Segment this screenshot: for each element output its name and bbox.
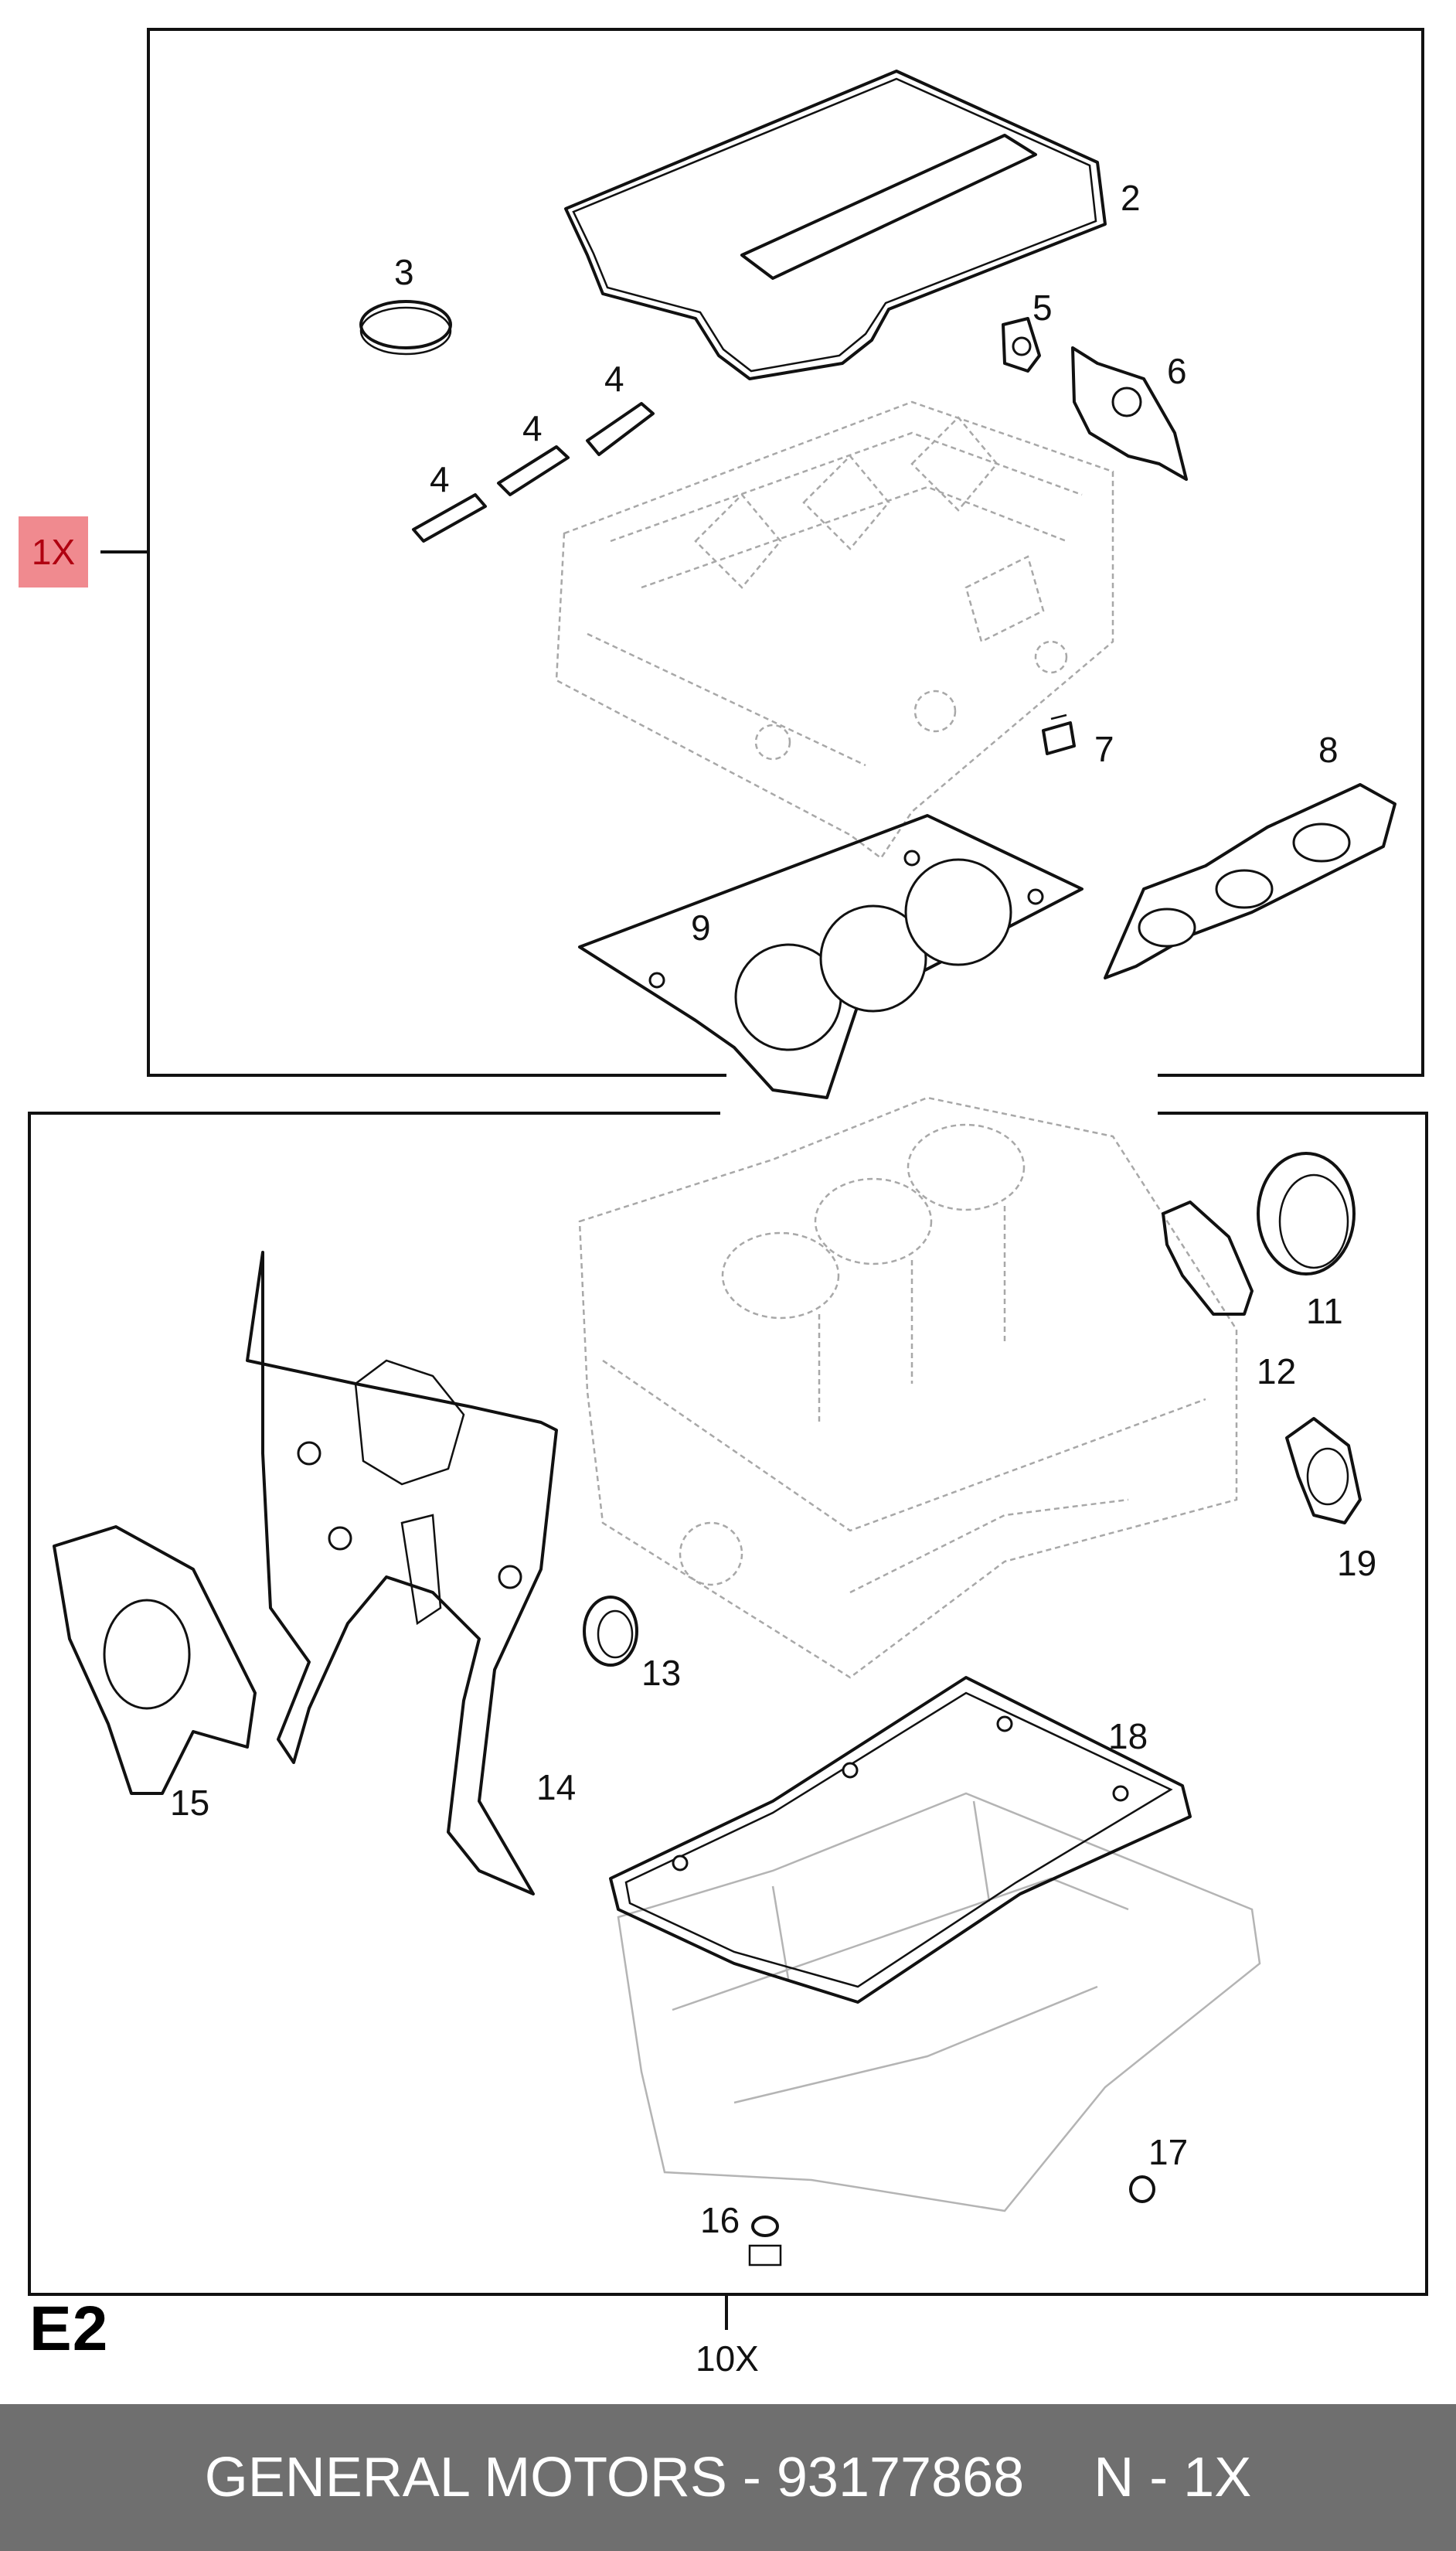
filter-housing-seal [1285, 1417, 1362, 1524]
small-flange-gasket [1002, 317, 1041, 373]
oil-pan-gasket [609, 1676, 1192, 2004]
callout-16: 16 [700, 2200, 740, 2240]
front-crankshaft-seal [583, 1596, 638, 1667]
bolt-seal [1042, 714, 1076, 755]
callout-9: 9 [691, 908, 711, 948]
callout-6: 6 [1167, 351, 1187, 391]
cylinder-head-gasket [578, 814, 1083, 1099]
callout-12: 12 [1257, 1351, 1296, 1391]
engine-block-ghost [578, 1096, 1238, 1679]
footer-bar: GENERAL MOTORS - 93177868 N - 1X [0, 2404, 1456, 2551]
callout-19: 19 [1337, 1543, 1376, 1583]
callout-7: 7 [1094, 729, 1114, 769]
timing-cover-gasket [246, 1251, 558, 1895]
callout-17: 17 [1148, 2132, 1188, 2172]
section-code: E2 [29, 2294, 109, 2364]
callout-14: 14 [536, 1767, 576, 1807]
o-ring [1129, 2175, 1155, 2203]
oil-cooler-gasket [1162, 1201, 1254, 1316]
callout-4-lower: 4 [430, 459, 450, 499]
callout-5: 5 [1032, 288, 1053, 328]
upper-frame [147, 28, 1424, 1077]
exploded-gasket-diagram: 2 3 4 4 4 5 6 7 8 9 11 12 13 14 15 16 17… [28, 28, 1428, 2330]
callout-18: 18 [1108, 1716, 1148, 1756]
callout-8: 8 [1318, 730, 1339, 770]
callout-2: 2 [1121, 178, 1141, 218]
exhaust-manifold-gasket [1104, 783, 1396, 979]
callout-15: 15 [170, 1783, 209, 1823]
callout-4-middle: 4 [522, 408, 543, 448]
lower-frame [28, 1112, 1428, 2296]
valve-cover-gasket [564, 70, 1107, 380]
callout-13: 13 [641, 1653, 681, 1693]
callout-11: 11 [1306, 1291, 1343, 1331]
callout-4-upper: 4 [604, 359, 624, 399]
rear-crankshaft-seal [1257, 1152, 1356, 1276]
cylinder-head-ghost [555, 400, 1114, 860]
kit-quantity-badge: 1X [19, 516, 88, 588]
bottom-quantity-label: 10X [696, 2338, 759, 2379]
drain-plug-seal [748, 2216, 782, 2267]
injector-seal-set [412, 402, 655, 543]
housing-gasket [1071, 346, 1188, 481]
footer-quantity: N - 1X [1094, 2447, 1252, 2508]
water-pump-gasket [53, 1525, 257, 1795]
callout-3: 3 [394, 252, 414, 292]
oil-pan-ghost [617, 1792, 1261, 2212]
ring-seal [359, 300, 452, 356]
footer-part-number: GENERAL MOTORS - 93177868 [204, 2447, 1025, 2508]
